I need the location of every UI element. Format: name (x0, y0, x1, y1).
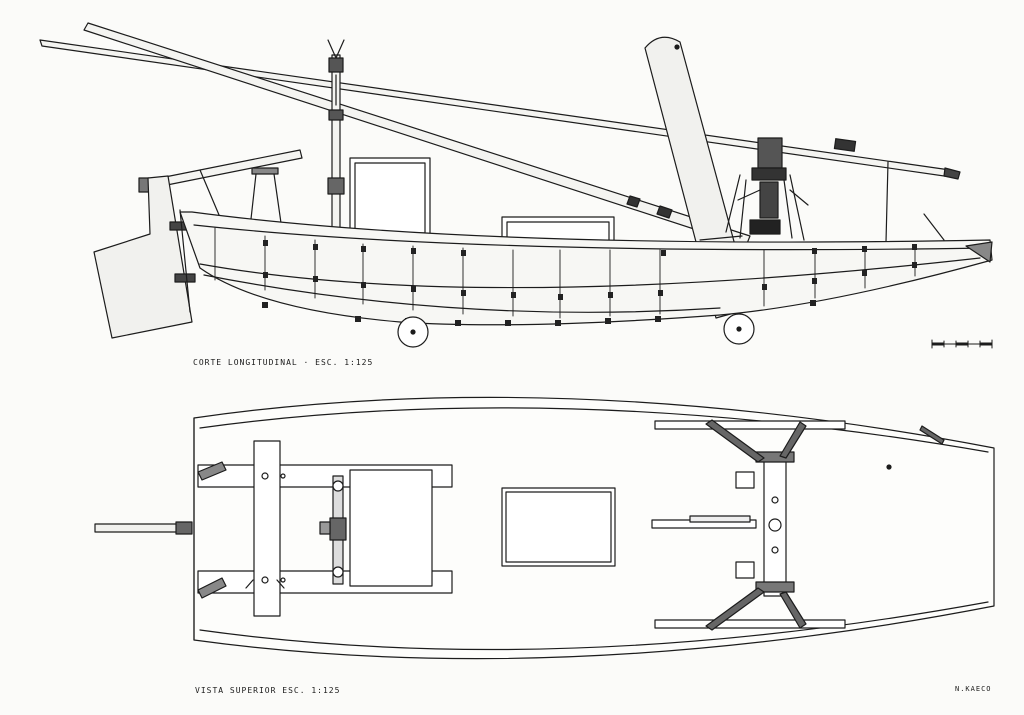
bow-fitting (923, 213, 945, 241)
scale-bar (931, 339, 993, 349)
aft-thwarts (197, 440, 453, 617)
author-signature: N.KAECO (955, 685, 992, 693)
cradle-wheel-aft (397, 316, 429, 348)
tiller-plan (94, 521, 193, 535)
hull-side (179, 211, 993, 326)
winch-assembly (725, 137, 809, 241)
top-view-caption: VISTA SUPERIOR ESC. 1:125 (195, 686, 341, 695)
center-hatch (501, 487, 616, 567)
rudder (93, 175, 196, 339)
aft-stanchion (885, 161, 889, 243)
hatch-frame (349, 157, 431, 239)
cradle-wheel-fwd (723, 313, 755, 345)
mast-step (319, 475, 347, 585)
top-view (94, 396, 995, 660)
side-view-caption: CORTE LONGITUDINAL · ESC. 1:125 (193, 358, 374, 367)
upper-spar (39, 39, 961, 180)
bow-cleat (886, 425, 945, 470)
forward-frame (651, 419, 846, 631)
side-view (39, 22, 993, 349)
mast (327, 39, 345, 239)
